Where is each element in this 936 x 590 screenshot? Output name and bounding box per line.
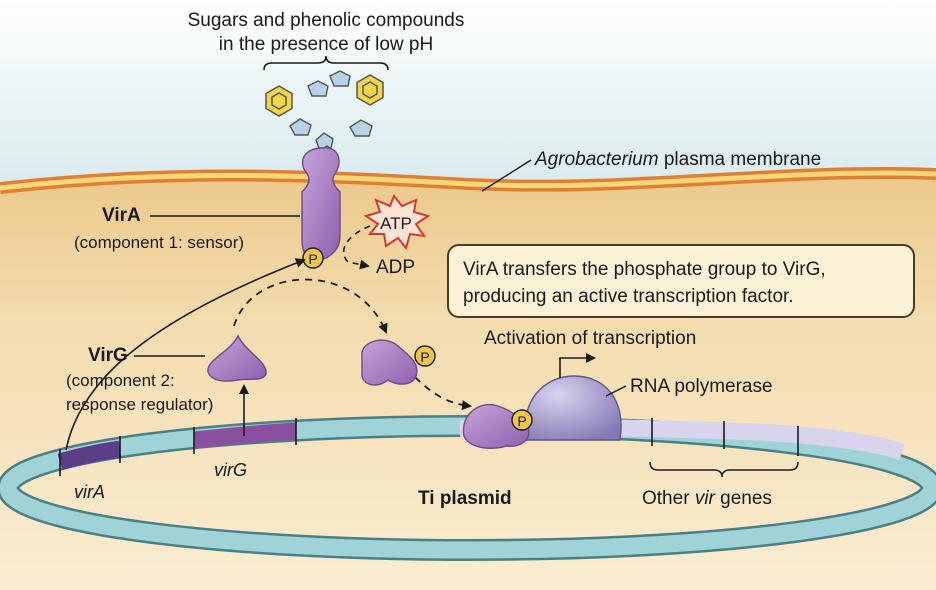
other-vir-genes-brace — [649, 461, 799, 478]
adp-label: ADP — [376, 257, 415, 278]
sugar-molecule-icon — [349, 119, 373, 137]
phosphate-label: P — [517, 413, 526, 429]
sugar-molecule-icon — [315, 132, 334, 149]
activation-label: Activation of transcription — [484, 328, 696, 349]
virg-role-line1: (component 2: — [66, 371, 175, 390]
callout-line1: VirA transfers the phosphate group to Vi… — [463, 259, 826, 280]
virg-gene-label: virG — [214, 460, 247, 480]
phenolic-compound-icon — [356, 74, 384, 106]
callout-line2: producing an active transcription factor… — [463, 286, 794, 307]
rna-polymerase-leader-line — [605, 385, 627, 397]
phosphate-icon — [302, 247, 324, 269]
rna-polymerase-label: RNA polymerase — [630, 376, 773, 397]
phenolic-compound-icon — [265, 85, 293, 117]
atp-to-adp-arrow — [342, 225, 371, 270]
phosphate-icon — [414, 345, 436, 367]
vira-role-label: (component 1: sensor) — [74, 233, 244, 252]
atp-label: ATP — [380, 214, 412, 233]
ti-plasmid-label: Ti plasmid — [418, 488, 512, 509]
vira-label: VirA — [102, 205, 141, 226]
extracellular-space — [0, 0, 936, 200]
phosphate-transfer-callout: VirA transfers the phosphate group to Vi… — [447, 244, 915, 318]
virg-protein-inactive — [207, 334, 267, 382]
activated-virg-arrow — [414, 376, 472, 411]
virg-role-line2: response regulator) — [66, 395, 213, 414]
sugar-molecule-icon — [289, 118, 312, 136]
vira-gene-label: virA — [74, 482, 105, 502]
rna-polymerase — [524, 375, 622, 441]
phosphate-icon — [511, 409, 533, 431]
phosphate-transfer-arc — [233, 278, 388, 334]
sugar-molecule-icon — [329, 70, 351, 87]
phosphate-label: P — [308, 251, 317, 267]
membrane-leader-line — [481, 159, 532, 192]
atp-starburst-icon — [363, 194, 431, 251]
membrane-label: Agrobacterium plasma membrane — [534, 149, 821, 170]
plasma-membrane — [0, 167, 936, 194]
virg-protein-activated — [361, 339, 418, 386]
signal-label-line1: Sugars and phenolic compounds — [188, 10, 465, 31]
virg-label: VirG — [88, 345, 128, 366]
phosphate-label: P — [420, 349, 429, 365]
signal-brace — [263, 55, 389, 71]
vira-receptor — [301, 147, 341, 261]
signal-label-line2: in the presence of low pH — [219, 34, 433, 55]
other-vir-genes-label: Other vir genes — [642, 488, 772, 509]
vira-expression-arrow — [65, 258, 306, 451]
sugar-molecule-icon — [307, 80, 329, 97]
transcription-start-arrow — [559, 353, 596, 378]
virg-gene-segment — [193, 422, 297, 449]
vira-gene-segment — [57, 440, 122, 471]
